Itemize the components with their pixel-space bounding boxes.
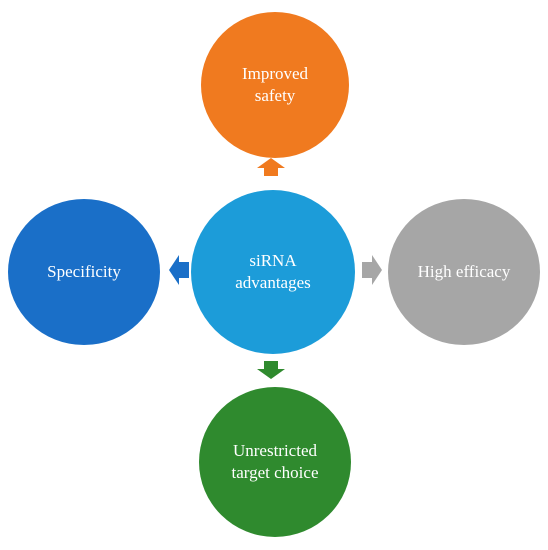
improved-safety-circle: Improved safety <box>201 12 349 158</box>
high-efficacy-circle: High efficacy <box>388 199 540 345</box>
center-circle: siRNA advantages <box>191 190 355 354</box>
center-label: siRNA advantages <box>235 251 311 292</box>
arrow-left-icon <box>169 255 189 285</box>
arrow-down-icon <box>257 361 285 379</box>
specificity-circle: Specificity <box>8 199 160 345</box>
arrow-up-icon <box>257 158 285 176</box>
arrow-right-icon <box>362 255 382 285</box>
arrow-down-shape <box>257 361 285 379</box>
arrow-left-shape <box>169 255 189 285</box>
improved-safety-label: Improved safety <box>241 64 309 105</box>
high-efficacy-label: High efficacy <box>417 262 511 281</box>
unrestricted-target-choice-circle: Unrestricted target choice <box>199 387 351 537</box>
unrestricted-target-choice-label: Unrestricted target choice <box>231 441 319 482</box>
arrow-up-shape <box>257 158 285 176</box>
specificity-label: Specificity <box>47 262 121 281</box>
arrow-right-shape <box>362 255 382 285</box>
